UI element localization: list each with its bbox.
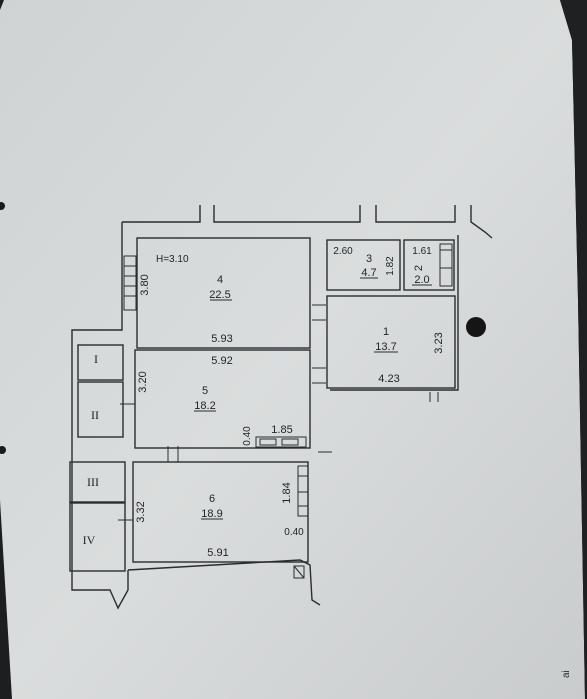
entrance-hatch <box>123 255 137 311</box>
binder-hole-bottom <box>0 446 6 454</box>
closet-ii: II <box>91 408 99 422</box>
closet-group: I II III IV <box>69 344 126 572</box>
corner-stamp: ai <box>561 670 572 678</box>
room-5-width: 3.20 <box>137 371 149 392</box>
room-6-area: 18.9 <box>201 508 222 520</box>
room-1-length: 4.23 <box>378 373 399 385</box>
bath-fixture <box>439 243 453 287</box>
closet-i: I <box>94 352 98 366</box>
closet-iii: III <box>87 475 99 489</box>
room-6: 6 18.9 3.32 1.84 0.40 5.91 <box>132 461 309 579</box>
room-4: H=3.10 4 22.5 3.80 5.93 <box>123 237 311 349</box>
radiator-5 <box>255 436 307 448</box>
room-2-length: 1.61 <box>412 246 432 257</box>
doorway-1 <box>312 304 326 384</box>
room-6-height: 1.84 <box>281 482 293 503</box>
wall-thickness-b: 0.40 <box>284 527 304 538</box>
room-5: 5.92 5 18.2 3.20 0.40 1.85 <box>134 349 311 449</box>
room-1: 1 13.7 3.23 4.23 <box>312 295 456 389</box>
room-2-area: 2.0 <box>414 274 429 286</box>
room-4-length: 5.93 <box>211 333 232 345</box>
room-5-area: 18.2 <box>194 400 215 412</box>
room-6-length: 5.91 <box>207 547 228 559</box>
room-3: 2.60 3 4.7 1.82 <box>326 239 401 291</box>
room-6-width: 3.32 <box>135 501 147 522</box>
room-4-id: 4 <box>217 274 223 286</box>
room-5-length: 5.92 <box>211 355 232 367</box>
wall-thickness-a: 0.40 <box>242 426 253 446</box>
closet-iv: IV <box>83 533 96 547</box>
room-1-id: 1 <box>383 326 389 338</box>
vent-6 <box>293 565 305 579</box>
room-2-id: 2 <box>413 265 425 271</box>
room-5-id: 5 <box>202 385 208 397</box>
room-6-id: 6 <box>209 493 215 505</box>
room-4-area: 22.5 <box>209 289 230 301</box>
room-3-length: 2.60 <box>333 246 353 257</box>
room-4-width: 3.80 <box>139 274 151 295</box>
sheet-shadow <box>560 0 587 699</box>
punch-hole <box>466 317 486 337</box>
room-3-area: 4.7 <box>361 267 376 279</box>
room-1-width: 3.23 <box>433 332 445 353</box>
room-3-id: 3 <box>366 253 372 265</box>
radiator-6 <box>297 465 309 517</box>
room-1-area: 13.7 <box>375 341 396 353</box>
room-3-width: 1.82 <box>385 256 396 276</box>
balcony-length: 1.85 <box>271 424 292 436</box>
room-2: 1.61 2 2.0 <box>403 239 455 291</box>
outer-walls <box>71 205 493 610</box>
height-note: H=3.10 <box>156 254 189 265</box>
binder-hole-top <box>0 202 5 210</box>
door-ticks <box>118 392 439 521</box>
